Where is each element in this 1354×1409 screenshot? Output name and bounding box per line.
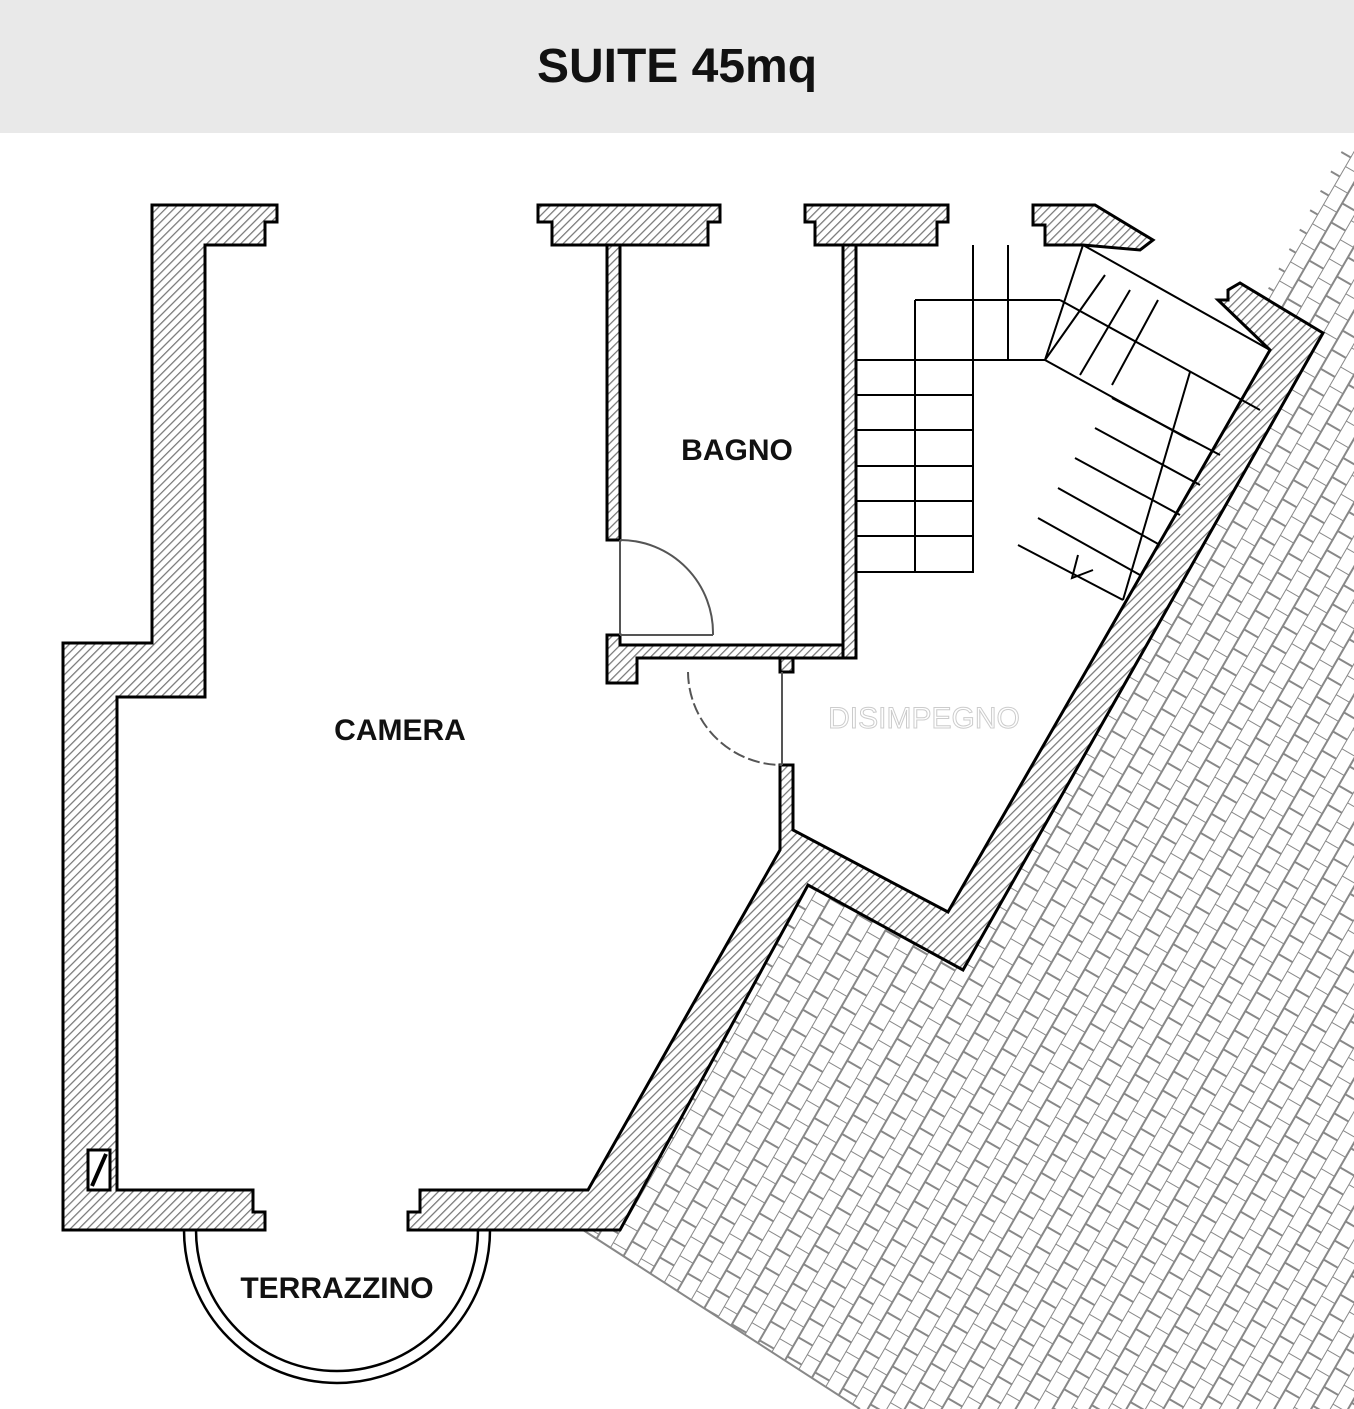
bagno-right-wall	[841, 243, 858, 660]
top-wall-3	[1031, 203, 1156, 252]
room-label-camera: CAMERA	[334, 714, 466, 747]
closet-mark	[90, 1153, 108, 1187]
staircase	[856, 244, 1271, 601]
walls	[61, 203, 1326, 1232]
disimpegno-door	[687, 671, 783, 766]
header-bar: SUITE 45mq	[0, 0, 1354, 133]
bagno-door	[619, 539, 715, 636]
jamb-block	[778, 656, 795, 674]
roof-edge	[582, 1229, 861, 1409]
roof-tiles	[583, 140, 1354, 1409]
left-wall	[61, 203, 279, 1232]
room-label-bagno: BAGNO	[681, 434, 793, 467]
top-wall-2	[803, 203, 950, 247]
top-wall-1	[536, 203, 722, 247]
terrace-railing	[182, 1229, 492, 1385]
bagno-bottom-wall	[605, 633, 845, 685]
room-label-disimpegno: DISIMPEGNO	[828, 702, 1020, 735]
right-diagonal-wall	[406, 281, 1326, 1232]
room-label-terrazzino: TERRAZZINO	[240, 1272, 433, 1305]
bagno-left-wall	[605, 243, 622, 542]
plan-title: SUITE 45mq	[536, 40, 818, 93]
